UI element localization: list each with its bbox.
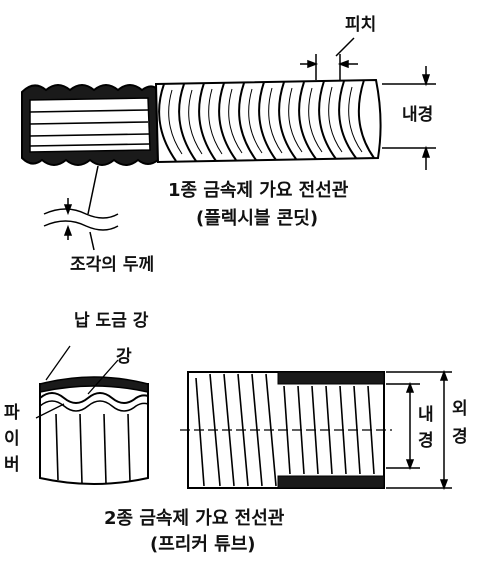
plica-tube-side-figure: 내 경 외 경 — [180, 369, 468, 491]
spiral-body — [154, 78, 382, 164]
lead-plating-label: 납 도금 강 — [74, 311, 149, 331]
pitch-label: 피치 — [345, 15, 376, 35]
figure2-caption-line2: (프리커 튜브) — [150, 534, 256, 555]
pitch-dimension — [300, 37, 358, 80]
inner-diameter-label-2b: 경 — [418, 431, 434, 451]
steel-label: 강 — [116, 347, 132, 367]
inner-diameter-dimension — [382, 66, 436, 170]
inner-diameter-label: 내경 — [402, 105, 433, 125]
fiber-label-1: 파 — [4, 403, 20, 423]
strip-thickness-label: 조각의 두께 — [70, 255, 154, 275]
plica-tube-section-figure: 납 도금 강 강 파 이 버 — [4, 311, 149, 485]
figure1-caption-line1: 1종 금속제 가요 전선관 — [168, 180, 349, 201]
figure2-caption-line1: 2종 금속제 가요 전선관 — [104, 508, 285, 529]
outer-diameter-label-a: 외 — [452, 399, 468, 419]
outer-diameter-label-b: 경 — [452, 427, 468, 447]
flexible-conduit-figure: 피치 내경 조각의 두께 1종 금속제 가요 전선관 (플렉시블 콘딧) — [21, 15, 436, 275]
conduit-cutaway — [21, 84, 160, 166]
inner-diameter-label-2a: 내 — [418, 405, 434, 425]
outer-diameter-dimension — [386, 369, 452, 491]
strip-thickness-detail — [43, 165, 119, 251]
inner-diameter-dimension-2 — [386, 381, 420, 471]
spiral-hatching — [168, 86, 363, 155]
spiral-turns — [158, 79, 375, 162]
figure1-caption-line2: (플렉시블 콘딧) — [196, 208, 318, 229]
fiber-label-3: 버 — [4, 455, 20, 475]
fiber-label-2: 이 — [4, 429, 20, 449]
